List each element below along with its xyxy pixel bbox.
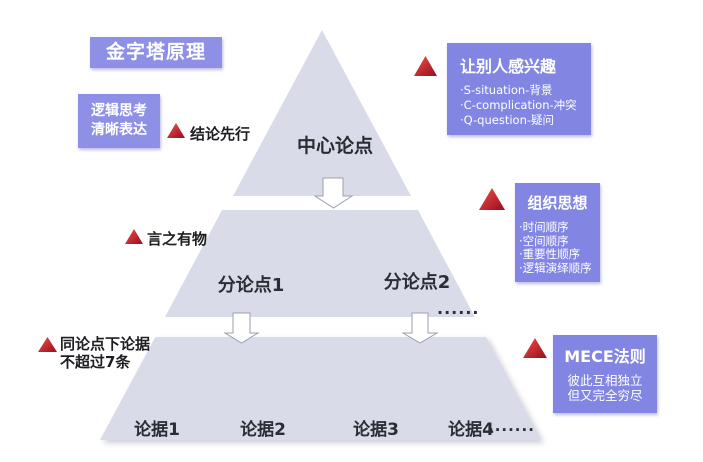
interest-item-complication: ·C-complication-冲突 — [460, 98, 577, 112]
organize-box-title: 组织思想 — [527, 194, 588, 212]
max7-line2: 不超过7条 — [60, 353, 131, 371]
down-arrow-icon — [402, 312, 439, 344]
red-triangle-icon — [167, 123, 185, 138]
evidence-4-label: 论据4 — [448, 420, 494, 440]
conclusion-first-label: 结论先行 — [190, 125, 251, 143]
red-triangle-icon — [38, 337, 57, 352]
red-triangle-icon — [414, 56, 437, 76]
evidence-ellipsis: ....... — [488, 417, 535, 435]
pyramid-tier-top — [233, 30, 411, 196]
organize-item-space: ·空间顺序 — [519, 233, 569, 248]
organize-item-time: ·时间顺序 — [519, 220, 569, 234]
sub-argument-2-label: 分论点2 — [383, 272, 451, 293]
sub-argument-ellipsis: ...... — [437, 299, 480, 318]
central-argument-label: 中心论点 — [296, 135, 373, 157]
max7-annotation: 同论点下论据 不超过7条 — [60, 335, 150, 371]
evidence-1-label: 论据1 — [134, 420, 180, 440]
organize-item-importance: ·重要性顺序 — [519, 247, 581, 261]
evidence-3-label: 论据3 — [353, 420, 399, 440]
substance-label: 言之有物 — [147, 230, 208, 248]
evidence-2-label: 论据2 — [240, 420, 286, 440]
down-arrow-icon — [224, 312, 260, 344]
mece-item-independent: 彼此互相独立 — [567, 373, 643, 388]
pyramid-tier-bottom — [100, 337, 541, 440]
interest-box: 让别人感兴趣 ·S-situation-背景 ·C-complication-冲… — [447, 43, 591, 135]
red-triangle-icon — [479, 188, 505, 210]
diagram-title-box: 金字塔原理 — [90, 37, 222, 68]
logic-thinking-line2: 清晰表达 — [91, 122, 147, 138]
down-arrow-icon — [314, 177, 354, 209]
mece-box-title: MECE法则 — [564, 347, 646, 366]
logic-thinking-line1: 逻辑思考 — [91, 103, 147, 119]
max7-line1: 同论点下论据 — [60, 335, 151, 353]
logic-thinking-box: 逻辑思考 清晰表达 — [78, 94, 160, 148]
sub-argument-1-label: 分论点1 — [217, 275, 285, 296]
pyramid-tier-bottom-wrap — [100, 337, 541, 440]
pyramid-tier-middle — [165, 210, 475, 317]
mece-item-exhaustive: 但又完全穷尽 — [567, 388, 643, 403]
interest-box-title: 让别人感兴趣 — [460, 57, 557, 76]
organize-item-logic: ·逻辑演绎顺序 — [519, 260, 592, 275]
interest-item-question: ·Q-question-疑问 — [460, 113, 555, 127]
interest-item-situation: ·S-situation-背景 — [460, 83, 553, 97]
red-triangle-icon — [125, 229, 143, 244]
mece-rule-box: MECE法则 彼此互相独立 但又完全穷尽 — [553, 335, 657, 413]
organize-thoughts-box: 组织思想 ·时间顺序 ·空间顺序 ·重要性顺序 ·逻辑演绎顺序 — [515, 183, 600, 282]
